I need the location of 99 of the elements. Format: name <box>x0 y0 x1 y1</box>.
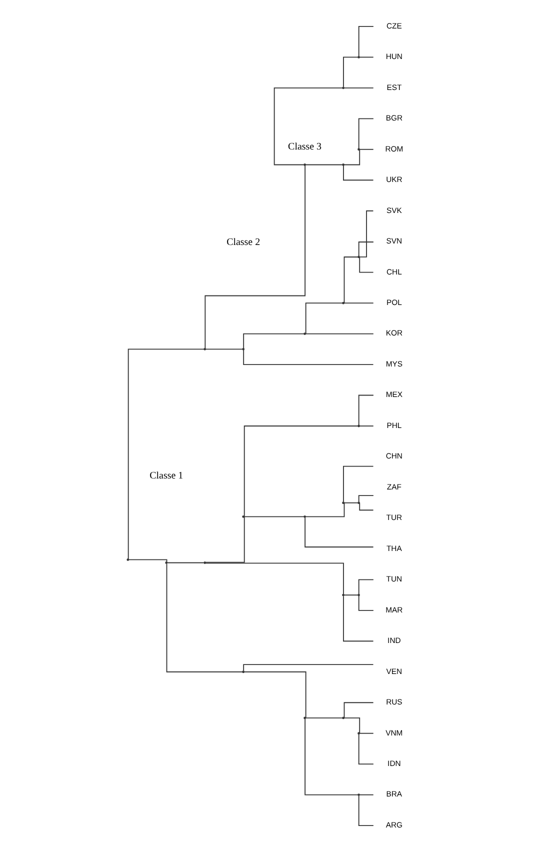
connector <box>166 562 204 563</box>
label: Classe 3 <box>288 141 322 152</box>
node-text: BGR <box>386 113 402 122</box>
node-point <box>342 716 344 719</box>
node-point <box>342 163 344 166</box>
connector <box>344 86 374 88</box>
connector <box>358 394 374 425</box>
node-text: THA <box>386 543 402 552</box>
connector <box>274 86 343 165</box>
connector <box>243 349 374 364</box>
connector <box>205 562 344 594</box>
node-point <box>342 593 344 596</box>
connector <box>359 502 374 510</box>
connector <box>344 302 374 304</box>
connector <box>205 348 243 350</box>
connector <box>305 332 374 334</box>
node-point <box>342 301 344 304</box>
node-text: TUN <box>386 574 402 584</box>
connector <box>358 26 374 56</box>
node-point <box>358 424 360 427</box>
node-text: VNM <box>386 728 403 737</box>
node-point <box>304 163 306 166</box>
connector <box>358 578 374 594</box>
label: Classe 2 <box>226 236 260 248</box>
node-point <box>304 332 306 335</box>
connector <box>244 516 304 517</box>
connector <box>359 732 374 734</box>
node-point <box>358 55 360 58</box>
node-point <box>342 86 344 89</box>
node-text: PHL <box>386 420 402 430</box>
connector <box>344 702 374 718</box>
label: Classe 1 <box>150 470 184 482</box>
node-text: MAR <box>386 604 403 614</box>
node-text: VEN <box>386 666 402 676</box>
node-point <box>165 561 168 564</box>
node-text: ZAF <box>386 482 402 491</box>
node-point <box>304 716 306 719</box>
node-text: KOR <box>386 328 402 338</box>
node-text: EST <box>386 82 402 92</box>
connector <box>128 348 204 559</box>
connector <box>128 558 168 562</box>
node-point <box>358 593 360 596</box>
node-point <box>204 347 206 350</box>
node-point <box>358 255 360 258</box>
connector <box>243 332 304 348</box>
connector <box>358 595 374 610</box>
node-text: HUN <box>386 52 402 61</box>
connector <box>304 718 358 795</box>
node-point <box>126 558 130 560</box>
node-text: IND <box>388 636 401 645</box>
connector <box>359 148 374 150</box>
node-point <box>304 514 306 518</box>
node-text: ARG <box>386 820 402 829</box>
node-text: POL <box>386 297 402 306</box>
connector <box>305 164 343 165</box>
node-point <box>342 501 344 504</box>
node-point <box>204 561 206 564</box>
node-text: MEX <box>386 390 402 399</box>
node-text: RUS <box>386 697 402 706</box>
node-point <box>242 514 245 518</box>
node-text: BRA <box>386 789 402 798</box>
connector <box>344 256 358 303</box>
node-point <box>242 670 245 673</box>
connector <box>305 302 343 334</box>
node-text: SVK <box>386 205 402 214</box>
connector <box>343 164 374 180</box>
connector <box>344 594 358 595</box>
connector <box>359 794 374 795</box>
connector <box>358 794 374 826</box>
connector <box>304 516 374 547</box>
connector <box>243 664 374 671</box>
node-text: MYS <box>386 358 402 368</box>
node-text: IDN <box>388 758 401 768</box>
node-text: CHL <box>386 266 402 276</box>
node-text: SVN <box>386 236 402 246</box>
connector <box>359 56 374 58</box>
node-point <box>358 148 360 150</box>
connector <box>358 118 374 148</box>
connector <box>204 164 306 348</box>
connector <box>166 563 243 672</box>
node-text: ROM <box>385 144 404 153</box>
connector <box>343 56 358 87</box>
connector <box>305 717 343 718</box>
connector <box>343 595 374 642</box>
connector <box>359 256 374 272</box>
node-point <box>358 793 360 796</box>
connector <box>358 241 374 256</box>
node-text: CZE <box>386 20 402 30</box>
node-point <box>358 732 360 734</box>
connector <box>343 465 374 502</box>
connector <box>358 733 374 764</box>
node-text: UKR <box>386 174 402 184</box>
connector <box>359 425 374 426</box>
node-point <box>358 501 360 504</box>
connector <box>358 494 374 502</box>
node-text: TUR <box>386 512 402 522</box>
node-point <box>242 347 245 350</box>
connector <box>344 502 358 503</box>
node-text: CHN <box>386 451 402 460</box>
